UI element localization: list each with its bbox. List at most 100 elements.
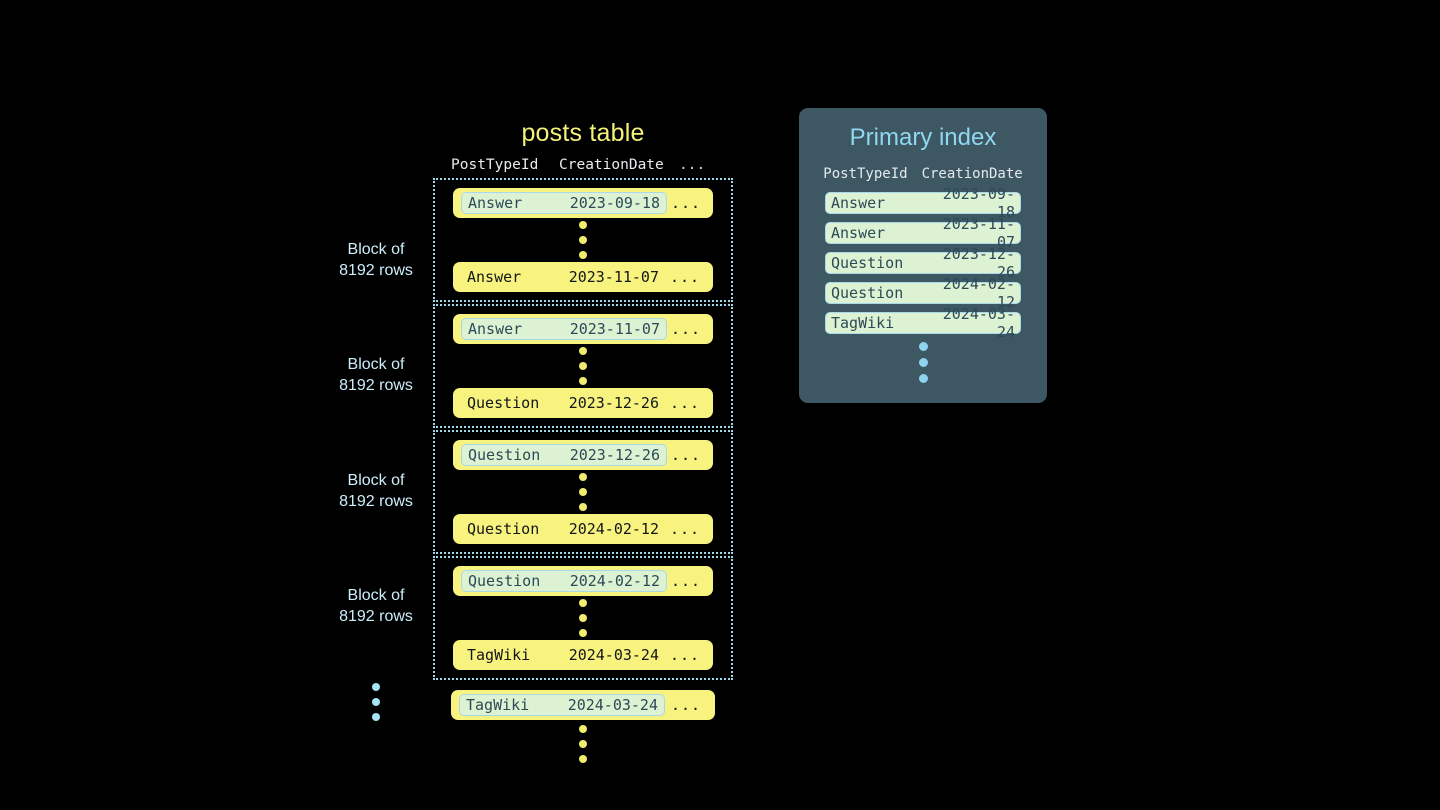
primary-index-title: Primary index (849, 124, 997, 151)
primary-index-rows: Answer 2023-09-18 Answer 2023-11-07 Ques… (799, 185, 1047, 383)
posts-table-title: posts table (521, 119, 645, 147)
dot (918, 374, 928, 383)
row-key-cells: Question 2023-12-26 (461, 394, 665, 412)
cell-creationdate: 2024-03-24 (568, 646, 659, 664)
blocks-ellipsis-vertical (362, 683, 390, 721)
dot (579, 347, 587, 355)
cell-posttypeid: Answer (831, 194, 886, 212)
row-key-cells: TagWiki 2024-03-24 (459, 694, 665, 716)
row-key-cells: TagWiki 2024-03-24 (461, 646, 665, 664)
row-key-cells: Answer 2023-11-07 (461, 318, 667, 340)
cell-posttypeid: Question (468, 572, 541, 590)
dot (579, 473, 587, 481)
table-row: Answer 2023-09-18 ... (453, 188, 713, 218)
cell-posttypeid: TagWiki (467, 646, 531, 664)
cell-creationdate: 2023-12-26 (568, 394, 659, 412)
dot (372, 698, 380, 706)
primary-index-column-header: PostTypeId CreationDate (799, 160, 1047, 188)
cell-creationdate: 2024-03-24 (567, 696, 658, 714)
cell-creationdate: 2024-02-12 (942, 275, 1015, 311)
dot (579, 503, 587, 511)
cell-creationdate: 2023-09-18 (942, 185, 1015, 221)
dot (579, 251, 587, 259)
table-row: Question 2023-12-26 ... (453, 440, 713, 470)
dot (579, 614, 587, 622)
cell-ellipsis: ... (670, 696, 702, 714)
dot (579, 740, 587, 748)
table-row: TagWiki 2024-03-24 ... (451, 690, 715, 720)
dot (918, 358, 928, 367)
posts-table-column-header: PostTypeId CreationDate ... (433, 152, 733, 178)
cell-creationdate: 2023-11-07 (569, 320, 660, 338)
cell-ellipsis: ... (670, 320, 702, 338)
column-header-ellipsis: ... (679, 157, 706, 173)
row-key-cells: Question 2024-02-12 (461, 520, 665, 538)
dot (579, 362, 587, 370)
index-row: TagWiki 2024-03-24 (825, 305, 1021, 341)
dot (372, 713, 380, 721)
dot (579, 755, 587, 763)
table-block: Question 2024-02-12 ... TagWiki 2024-03-… (433, 556, 733, 680)
table-row: Answer 2023-11-07 ... (453, 262, 713, 292)
block-label: Block of 8192 rows (339, 356, 413, 394)
cell-ellipsis: ... (670, 194, 702, 212)
cell-posttypeid: Answer (467, 268, 522, 286)
cell-posttypeid: Question (467, 520, 540, 538)
dot (579, 236, 587, 244)
row-key-cells: Question 2023-12-26 (461, 444, 667, 466)
dot (918, 342, 928, 351)
cell-creationdate: 2024-02-12 (569, 572, 660, 590)
cell-posttypeid: Answer (468, 194, 523, 212)
cell-creationdate: 2023-11-07 (568, 268, 659, 286)
posts-table-blocks: Answer 2023-09-18 ... Answer 2023-11-07 … (433, 178, 733, 766)
block-label: Block of 8192 rows (339, 472, 413, 510)
primary-index-panel: Primary index PostTypeId CreationDate An… (799, 108, 1047, 403)
cell-posttypeid: TagWiki (831, 314, 895, 332)
dot (579, 221, 587, 229)
table-block: Answer 2023-09-18 ... Answer 2023-11-07 … (433, 178, 733, 302)
cell-posttypeid: Answer (831, 224, 886, 242)
row-key-cells: Answer 2023-11-07 (461, 268, 665, 286)
index-ellipsis-vertical (825, 342, 1021, 383)
dot (372, 683, 380, 691)
table-row: Question 2024-02-12 ... (453, 566, 713, 596)
row-ellipsis-vertical (453, 596, 713, 640)
table-block: Answer 2023-11-07 ... Question 2023-12-2… (433, 304, 733, 428)
cell-posttypeid: Question (467, 394, 540, 412)
column-header-creationdate: CreationDate (559, 157, 664, 173)
cell-creationdate: 2023-12-26 (569, 446, 660, 464)
column-header-posttypeid: PostTypeId (823, 166, 908, 182)
cell-creationdate: 2023-09-18 (569, 194, 660, 212)
cell-ellipsis: ... (670, 572, 702, 590)
row-ellipsis-vertical (453, 344, 713, 388)
table-row: Question 2023-12-26 ... (453, 388, 713, 418)
cell-creationdate: 2023-12-26 (942, 245, 1015, 281)
cell-ellipsis: ... (669, 394, 701, 412)
cell-posttypeid: TagWiki (466, 696, 530, 714)
block-label: Block of 8192 rows (339, 241, 413, 279)
cell-creationdate: 2024-02-12 (568, 520, 659, 538)
cell-ellipsis: ... (669, 520, 701, 538)
index-row: Answer 2023-09-18 (825, 185, 1021, 221)
posts-table-group: posts table PostTypeId CreationDate ... … (433, 118, 733, 766)
cell-ellipsis: ... (669, 268, 701, 286)
index-row: Question 2023-12-26 (825, 245, 1021, 281)
table-block: Question 2023-12-26 ... Question 2024-02… (433, 430, 733, 554)
row-key-cells: Question 2024-02-12 (461, 570, 667, 592)
cell-posttypeid: Question (831, 254, 904, 272)
cell-creationdate: 2023-11-07 (942, 215, 1015, 251)
table-ellipsis-vertical (433, 722, 733, 766)
cell-posttypeid: Question (468, 446, 541, 464)
cell-creationdate: 2024-03-24 (942, 305, 1015, 341)
row-ellipsis-vertical (453, 470, 713, 514)
row-ellipsis-vertical (453, 218, 713, 262)
index-row: Question 2024-02-12 (825, 275, 1021, 311)
dot (579, 488, 587, 496)
cell-posttypeid: Answer (468, 320, 523, 338)
dot (579, 629, 587, 637)
dot (579, 377, 587, 385)
dot (579, 599, 587, 607)
table-row: Answer 2023-11-07 ... (453, 314, 713, 344)
dot (579, 725, 587, 733)
row-key-cells: Answer 2023-09-18 (461, 192, 667, 214)
